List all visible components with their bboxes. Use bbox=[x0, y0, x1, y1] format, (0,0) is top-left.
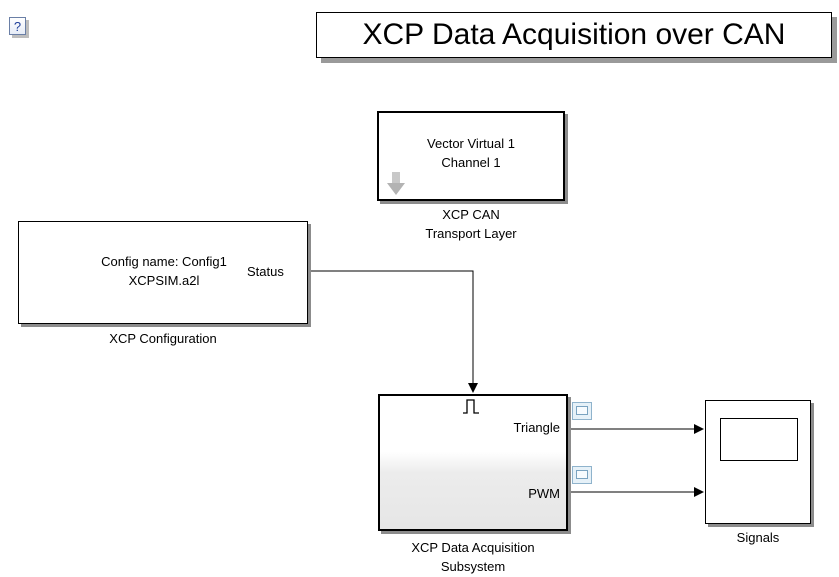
diagram-title[interactable]: XCP Data Acquisition over CAN bbox=[316, 12, 832, 58]
xcp-configuration-block[interactable]: Config name: Config1 XCPSIM.a2l bbox=[18, 221, 308, 324]
config-block-text: Config name: Config1 XCPSIM.a2l bbox=[39, 252, 289, 290]
daq-block-caption: XCP Data Acquisition Subsystem bbox=[358, 538, 588, 576]
transport-device-label: Vector Virtual 1 bbox=[427, 136, 515, 151]
scope-screen-icon bbox=[720, 418, 798, 461]
daq-triangle-port-label: Triangle bbox=[513, 420, 560, 435]
pwm-signal-badge-icon[interactable] bbox=[572, 466, 592, 484]
trigger-pulse-icon bbox=[463, 399, 479, 414]
config-status-port-label: Status bbox=[247, 264, 284, 279]
daq-pwm-port-label: PWM bbox=[528, 486, 560, 501]
down-arrow-icon bbox=[387, 172, 405, 195]
config-file-label: XCPSIM.a2l bbox=[128, 273, 200, 288]
help-button[interactable]: ? bbox=[9, 17, 26, 35]
xcp-can-transport-layer-block[interactable]: Vector Virtual 1 Channel 1 bbox=[377, 111, 565, 201]
daq-caption-line1: XCP Data Acquisition bbox=[411, 540, 535, 555]
transport-block-caption: XCP CAN Transport Layer bbox=[371, 205, 571, 243]
config-name-label: Config name: Config1 bbox=[101, 254, 227, 269]
config-block-caption: XCP Configuration bbox=[109, 331, 217, 346]
transport-caption-line1: XCP CAN bbox=[442, 207, 500, 222]
daq-caption-line2: Subsystem bbox=[440, 559, 506, 574]
transport-block-text: Vector Virtual 1 Channel 1 bbox=[379, 134, 563, 172]
help-icon: ? bbox=[13, 18, 22, 34]
triangle-signal-badge-icon[interactable] bbox=[572, 402, 592, 420]
xcp-data-acquisition-subsystem-block[interactable] bbox=[378, 394, 568, 531]
transport-caption-line2: Transport Layer bbox=[425, 226, 517, 241]
transport-channel-label: Channel 1 bbox=[441, 155, 501, 170]
status-signal-line[interactable] bbox=[308, 270, 478, 393]
scope-block-caption: Signals bbox=[736, 530, 780, 545]
